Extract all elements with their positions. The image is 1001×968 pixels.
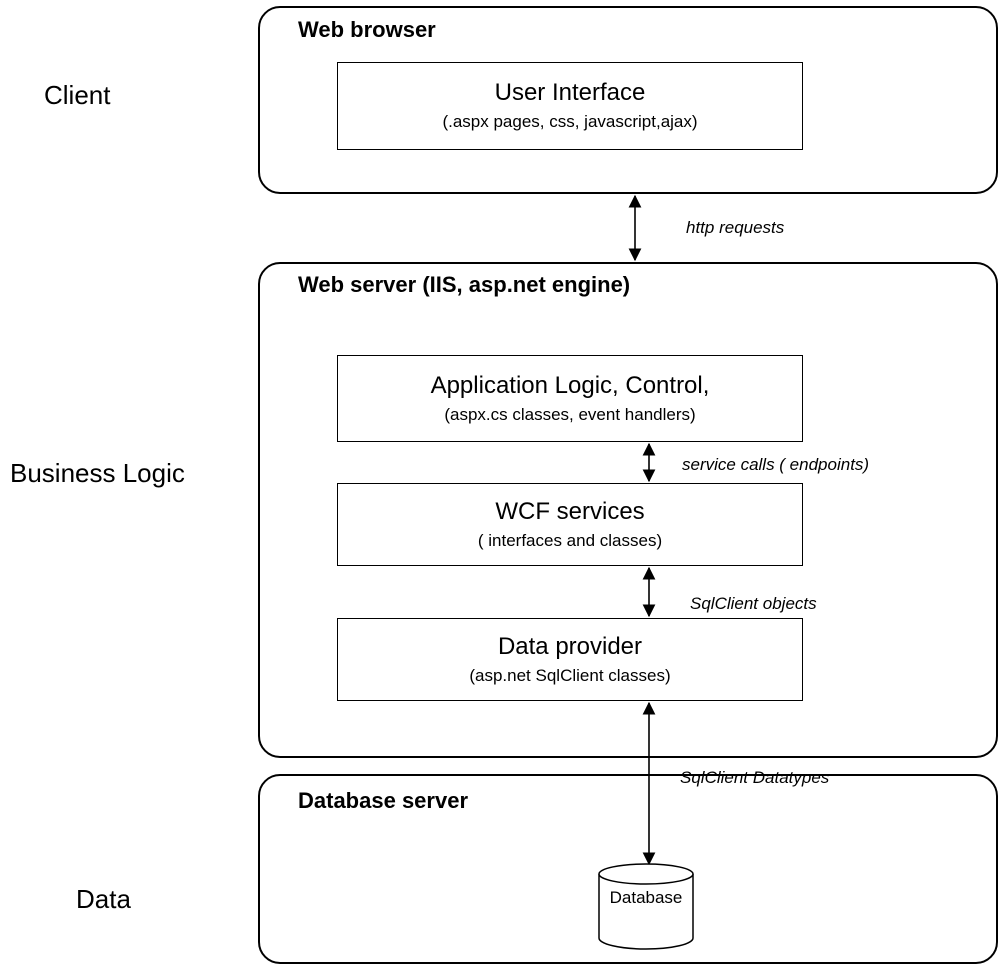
database-server-container	[258, 774, 998, 964]
data-provider-title: Data provider	[497, 632, 643, 660]
http-requests-label: http requests	[686, 218, 785, 237]
data-provider-box: Data provider (asp.net SqlClient classes…	[337, 618, 803, 701]
service-calls-label: service calls ( endpoints)	[682, 455, 870, 474]
application-logic-title: Application Logic, Control,	[430, 371, 710, 399]
tier-label-data: Data	[76, 884, 131, 914]
user-interface-title: User Interface	[494, 79, 646, 106]
database-icon	[598, 863, 694, 950]
user-interface-subtitle: (.aspx pages, css, javascript,ajax)	[442, 112, 698, 131]
application-logic-box: Application Logic, Control, (aspx.cs cla…	[337, 355, 803, 442]
user-interface-box: User Interface (.aspx pages, css, javasc…	[337, 62, 803, 150]
wcf-services-box: WCF services ( interfaces and classes)	[337, 483, 803, 566]
wcf-services-title: WCF services	[495, 497, 645, 525]
database-server-title: Database server	[298, 788, 469, 813]
application-logic-subtitle: (aspx.cs classes, event handlers)	[444, 404, 696, 424]
sqlclient-datatypes-label: SqlClient Datatypes	[680, 768, 830, 787]
database-label: Database	[609, 888, 683, 907]
tier-label-business-logic: Business Logic	[10, 458, 185, 488]
web-browser-title: Web browser	[298, 17, 436, 42]
tier-label-client: Client	[44, 80, 111, 110]
data-provider-subtitle: (asp.net SqlClient classes)	[469, 665, 671, 685]
web-server-container	[258, 262, 998, 758]
web-browser-container	[258, 6, 998, 194]
sqlclient-objects-label: SqlClient objects	[690, 594, 817, 613]
web-server-title: Web server (IIS, asp.net engine)	[298, 272, 631, 297]
wcf-services-subtitle: ( interfaces and classes)	[477, 530, 663, 550]
